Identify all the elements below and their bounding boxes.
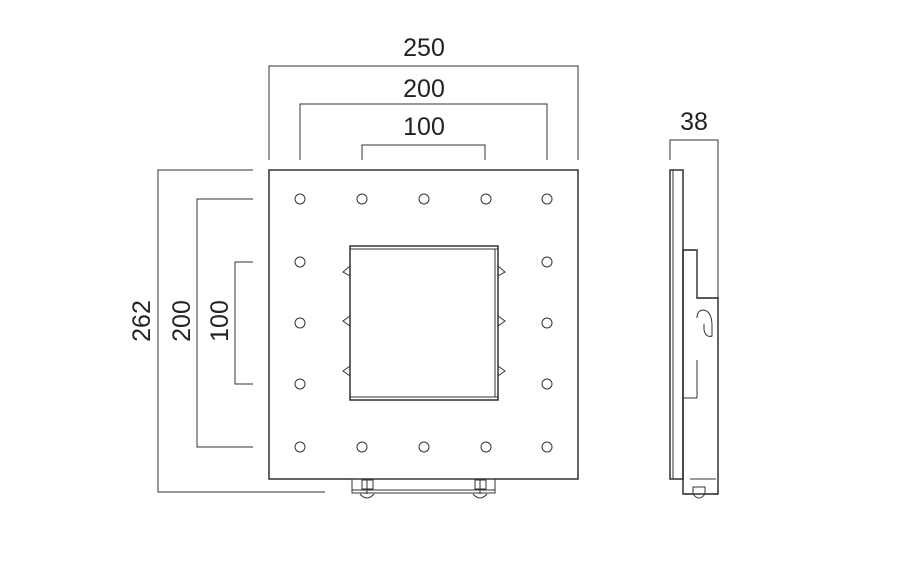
mount-hole bbox=[356, 193, 368, 205]
mount-hole bbox=[294, 441, 306, 453]
mount-hole bbox=[294, 317, 306, 329]
dim-width-inner: 100 bbox=[361, 113, 486, 160]
mount-hole bbox=[480, 441, 492, 453]
mount-hole bbox=[294, 193, 306, 205]
mount-hole bbox=[541, 378, 553, 390]
dim-width-mid: 200 bbox=[299, 75, 548, 160]
dim-height-inner: 100 bbox=[206, 261, 253, 385]
dim-height-overall: 262 bbox=[128, 169, 325, 493]
mount-hole bbox=[541, 256, 553, 268]
dim-width-inner-label: 100 bbox=[403, 113, 445, 141]
mount-hole bbox=[294, 256, 306, 268]
front-view bbox=[268, 169, 579, 499]
bottom-fixture bbox=[351, 478, 496, 499]
front-plate-outline bbox=[268, 169, 579, 480]
mount-hole bbox=[418, 441, 430, 453]
dim-depth-label: 38 bbox=[680, 108, 708, 136]
mount-hole bbox=[294, 378, 306, 390]
center-bracket bbox=[342, 245, 506, 401]
mount-hole bbox=[541, 193, 553, 205]
side-view: 38 bbox=[669, 108, 719, 499]
dim-height-inner-label: 100 bbox=[206, 300, 234, 342]
dim-width-overall-label: 250 bbox=[403, 34, 445, 62]
mount-hole bbox=[541, 441, 553, 453]
dim-width-overall: 250 bbox=[268, 34, 579, 160]
mount-hole bbox=[418, 193, 430, 205]
mount-hole bbox=[480, 193, 492, 205]
mount-hole bbox=[541, 317, 553, 329]
side-bracket bbox=[682, 249, 719, 495]
mount-hole bbox=[356, 441, 368, 453]
dim-width-mid-label: 200 bbox=[403, 75, 445, 103]
dim-height-mid-label: 200 bbox=[168, 300, 196, 342]
dim-height-overall-label: 262 bbox=[128, 300, 156, 342]
side-plate bbox=[669, 169, 684, 480]
dim-height-mid: 200 bbox=[168, 198, 253, 448]
